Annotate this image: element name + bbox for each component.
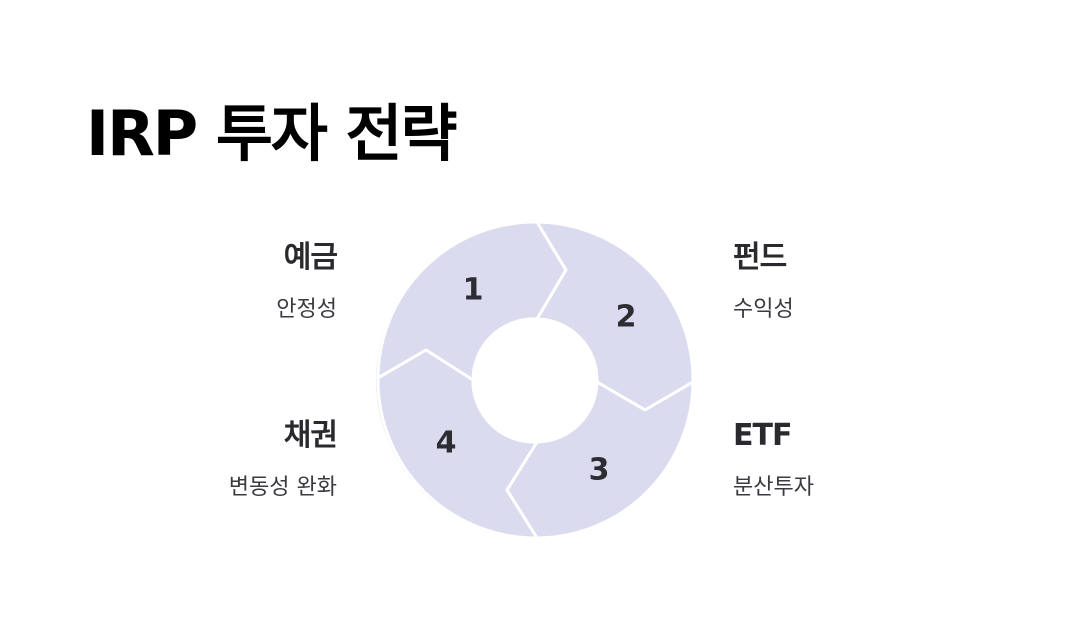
item-title: ETF xyxy=(733,418,792,453)
item-title: 펀드 xyxy=(733,240,787,275)
cycle-segment-4 xyxy=(376,348,539,540)
item-title: 예금 xyxy=(283,240,338,275)
item-fund: 펀드 수익성 xyxy=(733,240,993,323)
item-bond: 채권 변동성 완화 xyxy=(77,418,338,501)
cycle-segment-3 xyxy=(505,380,695,540)
segment-number-3: 3 xyxy=(589,453,610,488)
page-title: IRP 투자 전략 xyxy=(86,97,458,170)
segment-number-2: 2 xyxy=(616,300,637,335)
item-desc: 변동성 완화 xyxy=(228,475,337,500)
item-desc: 수익성 xyxy=(733,297,794,322)
item-etf: ETF 분산투자 xyxy=(733,418,993,501)
item-title: 채권 xyxy=(283,418,338,453)
item-desc: 안정성 xyxy=(276,297,337,322)
cycle-segment-2 xyxy=(535,220,695,412)
segment-number-1: 1 xyxy=(463,273,484,308)
segment-number-4: 4 xyxy=(436,426,457,461)
cycle-segment-1 xyxy=(376,220,568,382)
item-desc: 분산투자 xyxy=(733,475,814,500)
item-deposit: 예금 안정성 xyxy=(77,240,338,323)
